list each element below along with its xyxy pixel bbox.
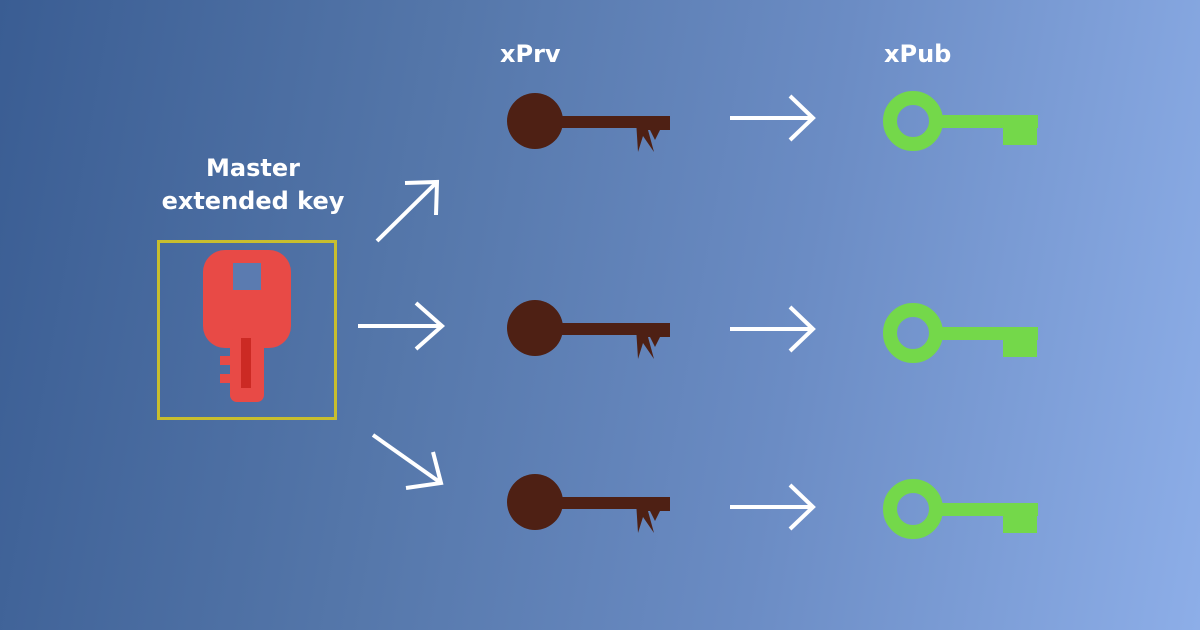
- arrow-icon: [730, 305, 816, 353]
- arrow-icon: [358, 301, 446, 351]
- master-label-line2: extended key: [161, 187, 345, 215]
- master-extended-key-label: Master extended key: [150, 152, 356, 218]
- public-key-icon: [890, 310, 1038, 357]
- master-label-line1: Master: [206, 154, 300, 182]
- arrow-icon: [375, 179, 440, 243]
- public-key-icon: [890, 486, 1038, 533]
- private-key-icon: [507, 93, 670, 152]
- arrow-icon: [730, 94, 816, 142]
- private-key-icon: [507, 300, 670, 359]
- public-key-icon: [890, 98, 1038, 145]
- arrow-icon: [730, 483, 816, 531]
- xpub-column-label: xPub: [884, 40, 952, 68]
- arrow-icon: [371, 433, 444, 490]
- master-key-box: [157, 240, 337, 420]
- master-key-icon: [203, 250, 291, 402]
- private-key-icon: [507, 474, 670, 533]
- xprv-column-label: xPrv: [500, 40, 561, 68]
